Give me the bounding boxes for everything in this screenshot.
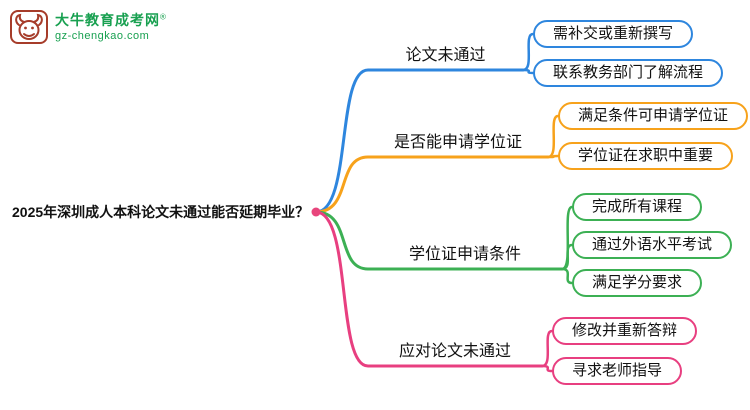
branch-line [546,114,560,159]
registered-mark: ® [160,11,167,21]
branch-line [540,364,554,373]
ox-logo-icon [10,10,48,44]
logo-title: 大牛教育成考网® [55,12,167,28]
branch-line [560,267,574,285]
branch-line [314,210,544,368]
leaf-node: 学位证在求职中重要 [558,142,734,170]
site-logo: 大牛教育成考网® gz-chengkao.com [10,10,167,44]
branch-line [314,210,564,271]
branch-label: 应对论文未通过 [398,343,511,360]
logo-url: gz-chengkao.com [55,29,150,42]
branch-line [560,243,574,271]
branch-line [540,329,554,368]
leaf-node: 满足条件可申请学位证 [558,102,749,130]
branch-label: 论文未通过 [405,47,486,64]
leaf-node: 修改并重新答辩 [552,317,698,345]
leaf-node: 联系教务部门了解流程 [533,59,724,87]
branch-label: 是否能申请学位证 [393,134,522,151]
branch-line [546,154,560,159]
branch-line [314,68,525,214]
logo-title-text: 大牛教育成考网 [55,11,160,28]
leaf-node: 满足学分要求 [572,269,703,297]
leaf-node: 需补交或重新撰写 [533,20,694,48]
logo-text: 大牛教育成考网® gz-chengkao.com [55,12,167,43]
leaf-node: 通过外语水平考试 [572,231,733,259]
branch-line [521,68,535,75]
branch-line [521,32,535,72]
leaf-node: 寻求老师指导 [552,357,683,385]
root-topic: 2025年深圳成人本科论文未通过能否延期毕业？ [12,204,310,220]
junction-dot [311,207,321,217]
branch-label: 学位证申请条件 [408,246,521,263]
branch-line [314,155,550,214]
leaf-node: 完成所有课程 [572,193,703,221]
